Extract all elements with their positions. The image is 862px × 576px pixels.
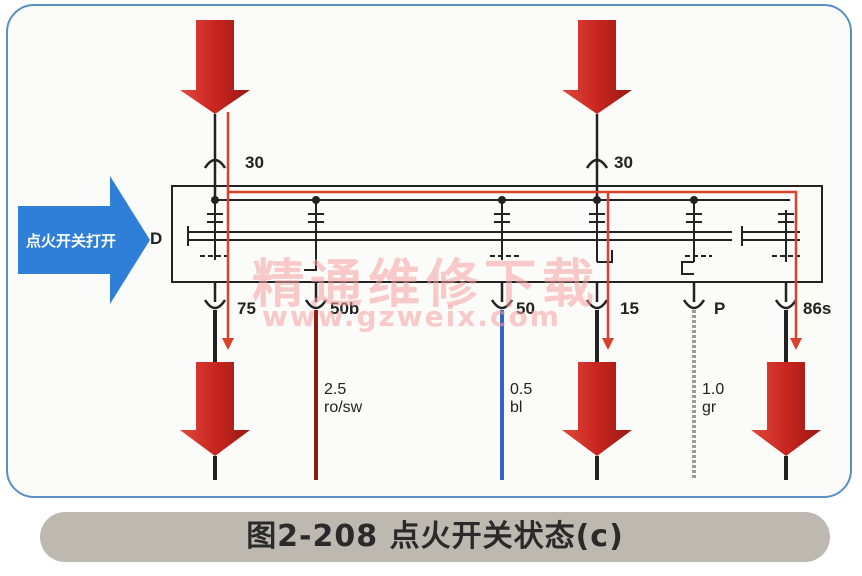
figure-caption: 图2-208 点火开关状态(c) bbox=[246, 519, 624, 554]
caption-bar: 图2-208 点火开关状态(c) bbox=[40, 512, 830, 562]
wire-size-p: 1.0 bbox=[702, 381, 725, 398]
terminal-50b: 50b bbox=[330, 299, 360, 318]
switch-label: D bbox=[150, 229, 163, 248]
wire-size-50b: 2.5 bbox=[324, 381, 347, 398]
terminal-p: P bbox=[714, 299, 726, 318]
terminal-50: 50 bbox=[516, 299, 535, 318]
terminal-30-left: 30 bbox=[245, 153, 264, 172]
power-arrow-75 bbox=[180, 362, 250, 456]
power-arrow-15 bbox=[562, 362, 632, 456]
diagram-panel bbox=[6, 4, 852, 498]
switch-on-label: 点火开关打开 bbox=[26, 232, 117, 250]
switch-on-arrow bbox=[18, 176, 150, 304]
watermark-url: www.gzweix.com bbox=[262, 300, 561, 333]
wire-size-50: 0.5 bbox=[510, 381, 533, 398]
power-arrow-top-left bbox=[180, 20, 250, 114]
terminal-30-right: 30 bbox=[614, 153, 633, 172]
watermark: 精通维修下载 bbox=[252, 255, 601, 315]
wire-color-50: bl bbox=[510, 399, 523, 416]
terminal-86s: 86s bbox=[803, 299, 832, 318]
terminal-75: 75 bbox=[237, 299, 256, 318]
power-arrow-86s bbox=[751, 362, 821, 456]
wire-color-p: gr bbox=[702, 399, 717, 416]
terminal-15: 15 bbox=[620, 299, 639, 318]
power-arrow-top-right bbox=[562, 20, 632, 114]
current-flow-path bbox=[226, 112, 798, 340]
wire-color-50b: ro/sw bbox=[324, 399, 363, 416]
ignition-switch-box bbox=[171, 185, 823, 283]
